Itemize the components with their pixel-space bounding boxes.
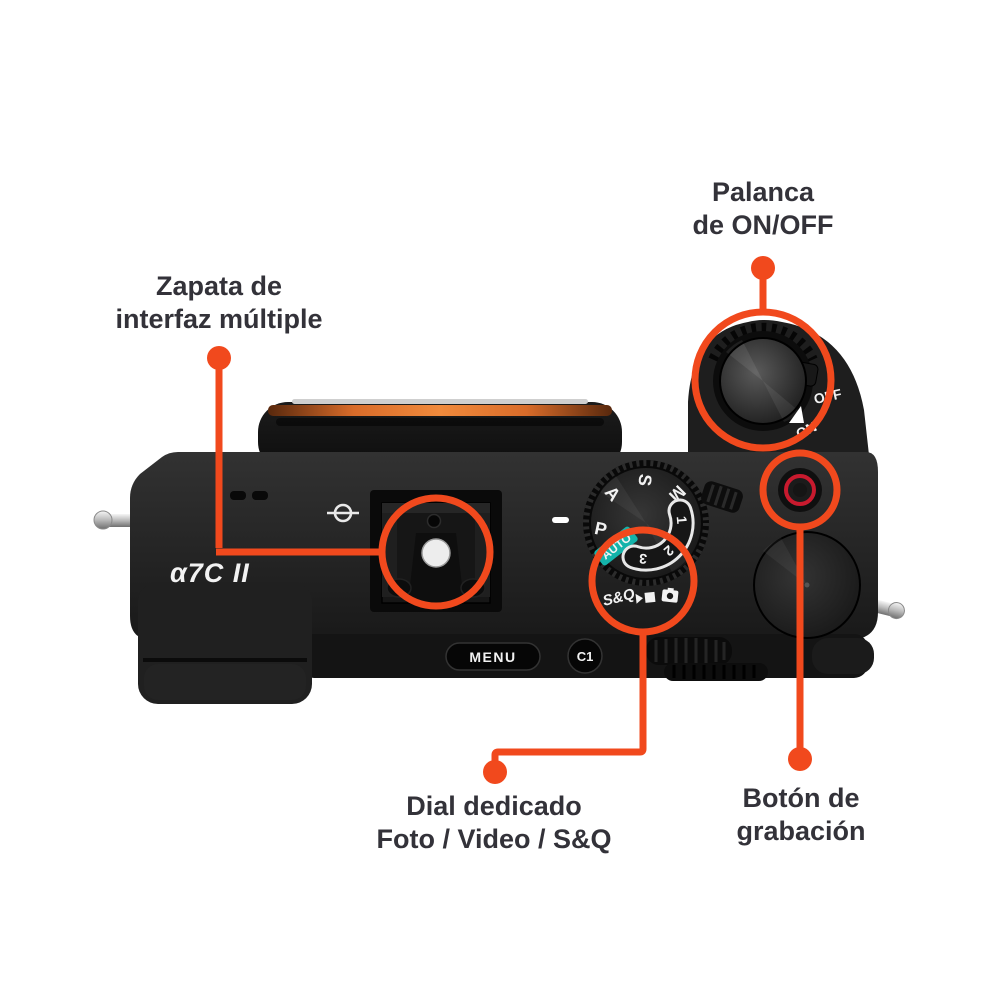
label-record-button: Botón de grabación (736, 782, 865, 848)
photo-icon (661, 587, 679, 603)
record-callout-dot (788, 747, 812, 771)
label-hot-shoe-line2: interfaz múltiple (115, 304, 323, 334)
power-callout-dot (751, 256, 775, 280)
rear-top-dial (753, 531, 861, 639)
label-mode-dial-line1: Dial dedicado (406, 791, 582, 821)
mode-dial-callout-line (491, 631, 647, 770)
left-strap-lug (93, 510, 140, 530)
video-icon (635, 591, 656, 604)
mode-s: S (634, 473, 655, 487)
mode-p: P (593, 518, 609, 540)
label-power-lever: Palanca de ON/OFF (693, 176, 834, 242)
hot-shoe (370, 490, 502, 612)
lens-orange-ring (268, 405, 612, 416)
c1-button: C1 (567, 638, 603, 674)
label-hot-shoe: Zapata de interfaz múltiple (115, 270, 322, 336)
callout-graphics (215, 268, 841, 770)
mode-dial-index-mark (552, 517, 569, 523)
label-power-line2: de ON/OFF (692, 210, 834, 240)
hot-shoe-contact (421, 538, 451, 568)
power-dial-knurl (708, 322, 818, 363)
model-logo: α7C II (170, 558, 250, 588)
menu-button: MENU (445, 642, 541, 671)
focal-plane-mark (327, 503, 359, 523)
label-mode-dial: Dial dedicado Foto / Video / S&Q (376, 790, 611, 856)
mode-dial-callout-dot (483, 760, 507, 784)
svg-text:C1: C1 (577, 649, 594, 664)
hot-shoe-hole (426, 513, 442, 529)
hot-shoe-callout-line (215, 358, 382, 556)
grip (138, 582, 312, 704)
rear-control-wheel (646, 637, 768, 681)
mic-holes (230, 491, 268, 500)
mode-3: 3 (638, 551, 647, 568)
label-record-line1: Botón de (742, 783, 860, 813)
label-mode-dial-line2: Foto / Video / S&Q (376, 824, 612, 854)
thumb-rest (812, 638, 874, 674)
hot-shoe-callout-dot (207, 346, 231, 370)
power-lever-pointer (789, 406, 804, 423)
svg-text:MENU: MENU (469, 649, 516, 665)
record-button (778, 468, 822, 512)
callout-dots (207, 256, 812, 784)
mode-dial: P A S M AUTO 1 2 3 (583, 460, 709, 586)
lens-silver-edge (292, 399, 588, 404)
label-record-line2: grabación (736, 816, 866, 846)
label-power-line1: Palanca (711, 177, 815, 207)
mode-1: 1 (674, 515, 691, 524)
label-hot-shoe-line1: Zapata de (155, 271, 283, 301)
front-dial-tab (701, 481, 743, 513)
